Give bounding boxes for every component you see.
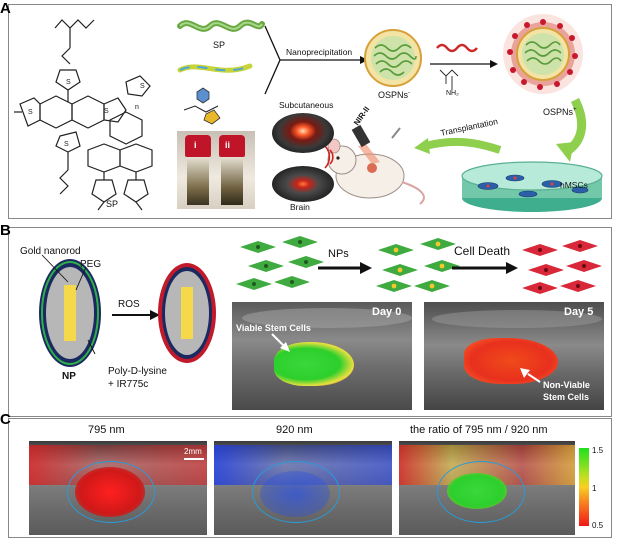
ospns-minus-particle	[364, 29, 422, 87]
np-after-ros	[158, 263, 216, 363]
pa-image-795	[29, 441, 207, 535]
poly-lysine-wave	[436, 43, 478, 53]
ultrasound-day0	[232, 302, 412, 410]
pa-image-920	[214, 441, 392, 535]
title-ratio: the ratio of 795 nm / 920 nm	[410, 424, 548, 436]
title-920: 920 nm	[276, 424, 313, 436]
peg-label: PEG	[80, 259, 102, 270]
np-nanoparticle	[39, 259, 101, 367]
ospns-plus-label: OSPNs+	[543, 107, 577, 117]
petri-dish	[461, 161, 603, 212]
mouse-illustration	[327, 138, 425, 205]
subcutaneous-image	[272, 113, 334, 153]
svg-text:S: S	[28, 109, 33, 116]
cell-death-label: Cell Death	[454, 244, 511, 258]
scale-bar	[184, 458, 204, 460]
ratio-colorbar	[579, 448, 589, 526]
sp-structure-label: SP	[106, 199, 119, 209]
vial-i-label: i	[194, 140, 197, 150]
nonviable-cell-blob	[464, 338, 558, 384]
svg-text:S: S	[66, 79, 71, 86]
nh2-label: NH₂	[446, 90, 459, 97]
pa-image-ratio	[399, 441, 575, 535]
green-cells	[236, 236, 324, 290]
transplantation-arrow	[424, 137, 502, 154]
colorbar-mid: 1	[592, 484, 597, 493]
day0-label: Day 0	[372, 306, 402, 318]
vials-photo	[177, 131, 255, 209]
hmscs-label: hMSCs	[560, 180, 588, 190]
title-795: 795 nm	[88, 424, 125, 436]
gold-nanorod-label: Gold nanorod	[20, 246, 81, 257]
dead-cells	[522, 240, 602, 294]
colorbar-bot: 0.5	[592, 521, 604, 530]
nps-label: NPs	[328, 248, 349, 260]
ospns-minus-label: OSPNs-	[378, 90, 411, 100]
day5-label: Day 5	[564, 306, 594, 318]
brain-image	[272, 166, 334, 202]
vial-ii-label: ii	[225, 140, 231, 150]
scale-bar-label: 2mm	[184, 447, 202, 456]
sp-top-label: SP	[213, 40, 226, 50]
nir-beam	[358, 144, 380, 164]
ospns-plus-particle	[503, 14, 583, 94]
svg-text:S: S	[64, 141, 69, 148]
nonviable-label-2: Stem Cells	[543, 392, 590, 402]
nonviable-label-1: Non-Viable	[543, 380, 590, 390]
subcutaneous-label: Subcutaneous	[279, 100, 334, 110]
loaded-cells	[376, 238, 460, 292]
svg-text:S: S	[140, 83, 145, 90]
ros-label: ROS	[118, 299, 140, 310]
ultrasound-day5	[424, 302, 604, 410]
np-label: NP	[62, 371, 76, 382]
viable-label: Viable Stem Cells	[236, 323, 311, 333]
poly-lysine-label: Poly-D-lysine	[108, 366, 167, 377]
sp-chemical-structure	[14, 19, 153, 211]
ir775c-label: + IR775c	[108, 379, 149, 390]
panel-a-label: A	[0, 0, 11, 17]
nanoprecipitation-label: Nanoprecipitation	[286, 47, 353, 57]
monomer-ring	[196, 87, 210, 104]
subscript-n-label: n	[135, 104, 139, 111]
panel-c-label: C	[0, 411, 11, 428]
panel-b-label: B	[0, 222, 11, 239]
colorbar-top: 1.5	[592, 446, 604, 455]
svg-text:S: S	[104, 108, 109, 115]
brain-label: Brain	[290, 202, 310, 212]
